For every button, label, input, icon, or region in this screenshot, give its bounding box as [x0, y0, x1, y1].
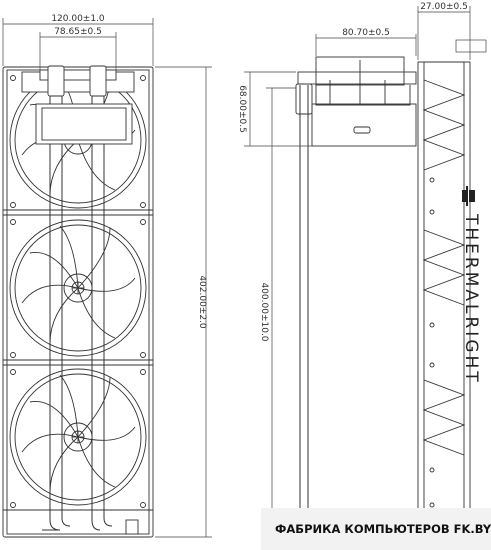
dim-pump-height: 68.00±0.5	[237, 85, 247, 133]
dim-tube-length: 400.00±10.0	[259, 282, 269, 341]
banner-text: ФАБРИКА КОМПЬЮТЕРОВ FK.BY	[275, 522, 491, 536]
brand-logo-mark	[462, 186, 475, 206]
front-dim-lines	[2, 18, 212, 538]
dim-pump-width: 80.70±0.5	[342, 28, 390, 38]
pump-block-front	[21, 65, 139, 535]
fan-3	[9, 368, 147, 506]
side-dim-lines	[244, 6, 487, 529]
dim-front-width: 120.00±1.0	[51, 14, 105, 24]
watermark-banner: ФАБРИКА КОМПЬЮТЕРОВ FK.BY	[261, 508, 491, 550]
brand-name: THERMALRIGHT	[461, 213, 481, 385]
dim-side-depth: 27.00±0.5	[420, 2, 468, 12]
front-tubes	[42, 95, 113, 531]
side-view	[295, 56, 471, 533]
dim-front-height: 402.00±2.0	[197, 275, 207, 329]
dim-front-block-width: 78.65±0.5	[54, 27, 102, 37]
fan-2	[9, 219, 147, 357]
